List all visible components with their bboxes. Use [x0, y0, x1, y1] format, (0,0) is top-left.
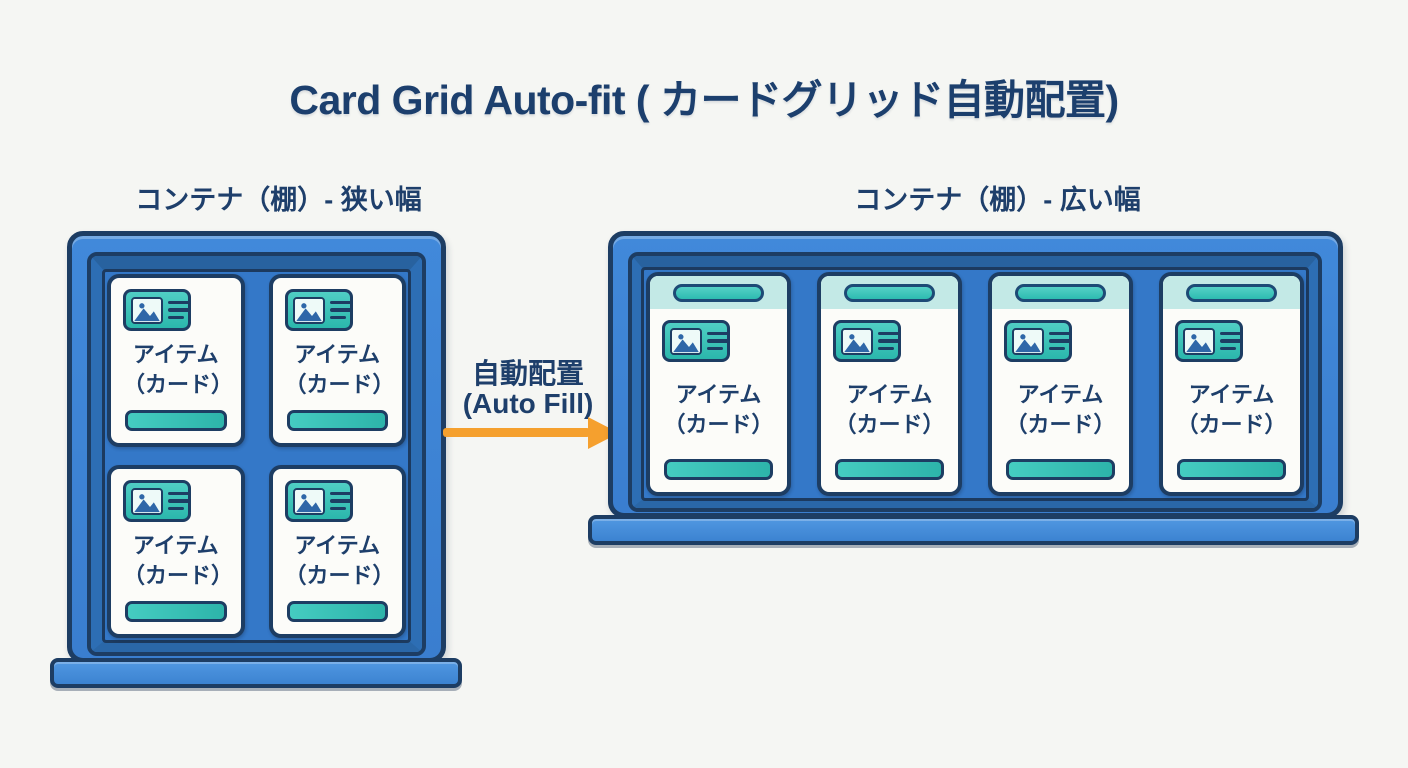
card-subtitle: （カード） — [284, 371, 395, 397]
card-subtitle: （カード） — [834, 411, 945, 437]
card-header-pill — [673, 283, 764, 302]
card-subtitle: （カード） — [663, 411, 774, 437]
card-bottom-bar — [286, 601, 388, 622]
picture-icon — [1012, 327, 1044, 355]
text-lines-icon — [168, 300, 191, 320]
card-header-pill — [1015, 283, 1106, 302]
page-title: Card Grid Auto-fit ( カードグリッド自動配置) — [289, 77, 1119, 123]
card-body: アイテム （カード） — [273, 278, 403, 443]
card-image-icon — [662, 320, 730, 362]
text-lines-icon — [878, 331, 901, 351]
picture-icon — [670, 327, 702, 355]
item-card: アイテム （カード） — [268, 274, 406, 447]
item-card: アイテム （カード） — [988, 272, 1133, 496]
card-bottom-bar — [1006, 459, 1115, 480]
item-card: アイテム （カード） — [268, 465, 406, 638]
card-header-band — [821, 276, 958, 309]
card-title: アイテム — [846, 382, 933, 408]
card-image-icon — [284, 289, 353, 331]
text-lines-icon — [329, 491, 353, 511]
picture-icon — [131, 487, 163, 515]
card-body: アイテム （カード） — [111, 469, 241, 634]
card-bottom-bar — [835, 459, 944, 480]
card-body: アイテム （カード） — [992, 309, 1129, 492]
card-image-icon — [833, 320, 901, 362]
card-title: アイテム — [294, 342, 381, 368]
card-body: アイテム （カード） — [273, 469, 403, 634]
card-body: アイテム （カード） — [111, 278, 241, 443]
left-cards-grid: アイテム （カード） アイテム （カード） アイテム （カード） アイテム （カード） — [105, 272, 408, 640]
card-image-icon — [1175, 320, 1243, 362]
card-title: アイテム — [675, 382, 762, 408]
card-subtitle: （カード） — [123, 371, 234, 397]
right-container-frame: アイテム （カード） アイテム （カード） アイテム （カード） アイテム （カード） — [608, 231, 1343, 518]
item-card: アイテム （カード） — [1159, 272, 1304, 496]
item-card: アイテム （カード） — [646, 272, 791, 496]
card-subtitle: （カード） — [123, 562, 234, 588]
text-lines-icon — [707, 331, 730, 351]
card-bottom-bar — [1177, 459, 1286, 480]
text-lines-icon — [329, 300, 353, 320]
card-header-pill — [1186, 283, 1277, 302]
card-header-band — [650, 276, 787, 309]
right-container-opening: アイテム （カード） アイテム （カード） アイテム （カード） アイテム （カード） — [628, 252, 1322, 512]
card-header-band — [1163, 276, 1300, 309]
text-lines-icon — [168, 491, 191, 511]
card-subtitle: （カード） — [1176, 411, 1287, 437]
picture-icon — [1183, 327, 1215, 355]
card-title: アイテム — [132, 533, 219, 559]
card-bottom-bar — [664, 459, 773, 480]
card-body: アイテム （カード） — [1163, 309, 1300, 492]
picture-icon — [292, 296, 325, 324]
card-subtitle: （カード） — [1005, 411, 1116, 437]
card-image-icon — [123, 289, 191, 331]
card-title: アイテム — [132, 342, 219, 368]
card-bottom-bar — [125, 410, 227, 431]
picture-icon — [841, 327, 873, 355]
card-bottom-bar — [125, 601, 227, 622]
left-container-label: コンテナ（棚）- 狭い幅 — [135, 185, 422, 215]
right-shelf-ledge — [588, 515, 1359, 545]
auto-fill-label-ja: 自動配置 — [471, 358, 584, 389]
left-shelf-ledge — [50, 658, 462, 688]
card-title: アイテム — [294, 533, 381, 559]
right-cards-grid: アイテム （カード） アイテム （カード） アイテム （カード） アイテム （カード） — [644, 270, 1306, 498]
left-container-frame: アイテム （カード） アイテム （カード） アイテム （カード） アイテム （カード） — [67, 231, 446, 663]
text-lines-icon — [1049, 331, 1072, 351]
card-header-band — [992, 276, 1129, 309]
picture-icon — [292, 487, 325, 515]
picture-icon — [131, 296, 163, 324]
card-body: アイテム （カード） — [650, 309, 787, 492]
card-image-icon — [1004, 320, 1072, 362]
card-title: アイテム — [1188, 382, 1275, 408]
card-title: アイテム — [1017, 382, 1104, 408]
card-image-icon — [123, 480, 191, 522]
item-card: アイテム （カード） — [817, 272, 962, 496]
auto-fill-arrow-shaft — [443, 428, 590, 437]
left-container-opening: アイテム （カード） アイテム （カード） アイテム （カード） アイテム （カード） — [87, 252, 426, 656]
item-card: アイテム （カード） — [107, 465, 245, 638]
item-card: アイテム （カード） — [107, 274, 245, 447]
auto-fill-label-en: (Auto Fill) — [462, 388, 594, 419]
card-image-icon — [284, 480, 353, 522]
right-container-label: コンテナ（棚）- 広い幅 — [854, 185, 1141, 215]
card-header-pill — [844, 283, 935, 302]
card-bottom-bar — [286, 410, 388, 431]
card-subtitle: （カード） — [284, 562, 395, 588]
card-body: アイテム （カード） — [821, 309, 958, 492]
text-lines-icon — [1220, 331, 1243, 351]
